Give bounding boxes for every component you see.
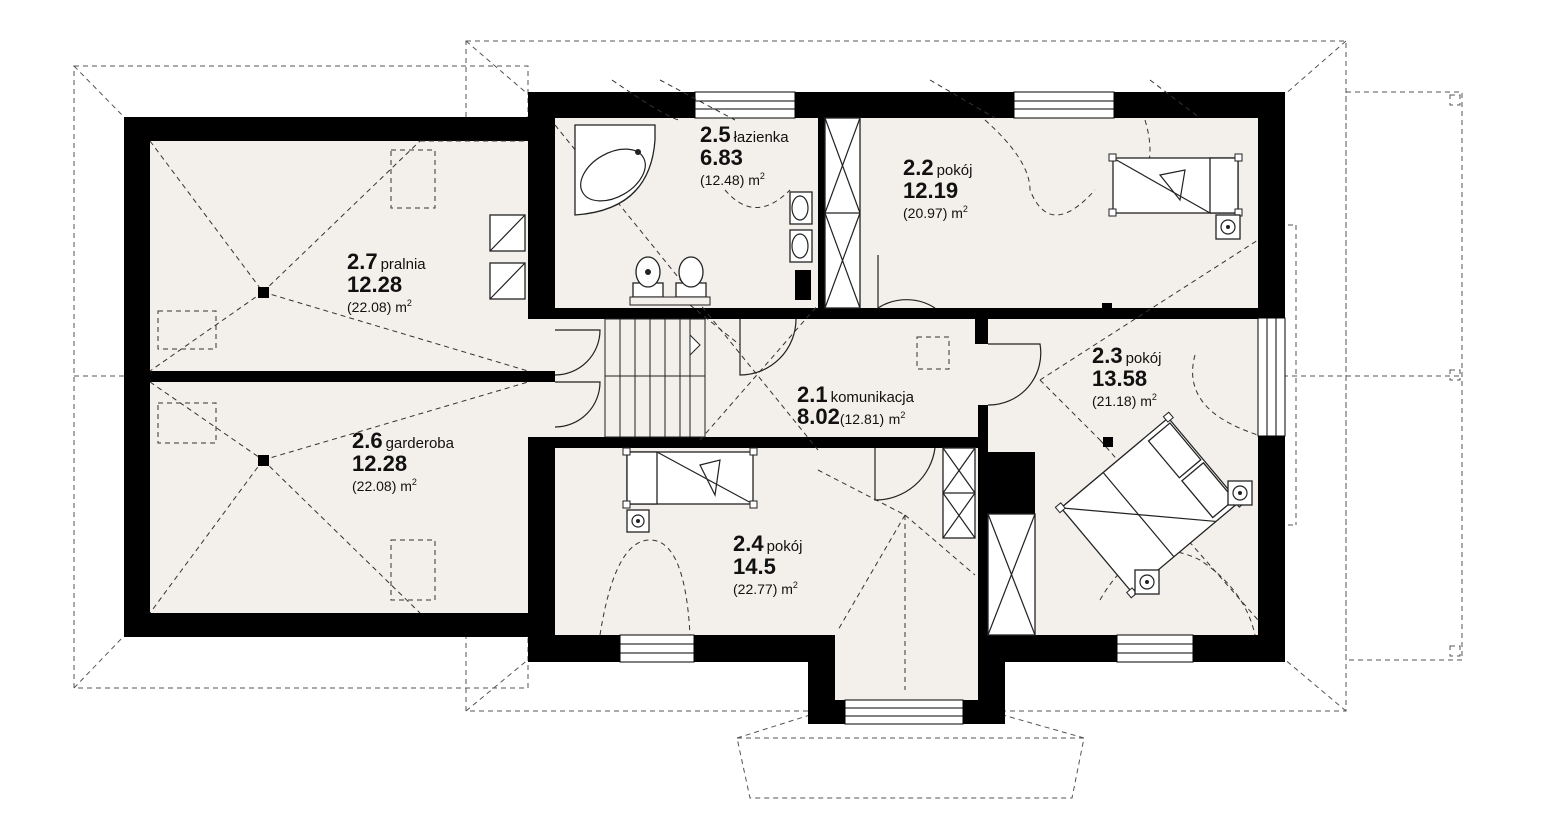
- room-number: 2.6: [352, 428, 383, 453]
- room-area: 6.83: [700, 145, 743, 170]
- room-number: 2.5: [700, 122, 731, 147]
- room-name: pokój: [936, 162, 973, 179]
- room-name: pokój: [766, 538, 803, 555]
- room-gross-area: (12.81): [839, 411, 885, 427]
- room-area: 12.28: [352, 451, 408, 476]
- single-bed-icon: [622, 447, 758, 509]
- washing-machine-icon: [489, 214, 526, 300]
- door-swing-icon: [554, 255, 1042, 501]
- room-number: 2.7: [347, 249, 378, 274]
- room-name: pokój: [1125, 350, 1162, 367]
- room-2-7-floor: [150, 141, 528, 371]
- room-gross-area: (22.08): [352, 478, 397, 494]
- nightstand-lamp-icon: [626, 214, 1253, 595]
- room-area: 8.02: [797, 404, 840, 429]
- room-name: garderoba: [385, 435, 454, 452]
- skylight-icon: [157, 149, 950, 601]
- room-2-4-floor: [555, 448, 978, 635]
- room-gross-area: (22.77): [733, 581, 778, 597]
- wardrobe-icon: [824, 117, 1036, 636]
- stairs-icon: [604, 318, 706, 438]
- room-gross-area: (12.48): [700, 172, 745, 188]
- room-number: 2.2: [903, 155, 934, 180]
- single-bed-icon: [1108, 153, 1243, 217]
- room-gross-area: (22.08): [347, 299, 392, 315]
- room-area: 12.28: [347, 272, 403, 297]
- bathtub-icon: [574, 124, 656, 216]
- washbasin-icon: [789, 191, 813, 263]
- bidet-icon: [675, 256, 707, 298]
- room-name: łazienka: [733, 129, 789, 146]
- double-bed-icon: [1054, 411, 1246, 599]
- room-number: 2.4: [733, 531, 764, 556]
- room-gross-area: (20.97): [903, 205, 948, 221]
- room-area: 12.19: [903, 178, 959, 203]
- room-area: 14.5: [733, 554, 776, 579]
- toilet-icon: [632, 256, 664, 298]
- room-number: 2.3: [1092, 343, 1123, 368]
- room-gross-area: (21.18): [1092, 393, 1137, 409]
- room-name: pralnia: [380, 256, 426, 273]
- room-number: 2.1: [797, 382, 828, 407]
- window-icon: [619, 91, 1286, 725]
- room-name: komunikacja: [830, 389, 914, 406]
- room-2-6-floor: [150, 382, 528, 613]
- room-area: 13.58: [1092, 366, 1148, 391]
- room-2-4-bay-floor: [835, 630, 978, 700]
- chimney-icon: [985, 452, 1035, 514]
